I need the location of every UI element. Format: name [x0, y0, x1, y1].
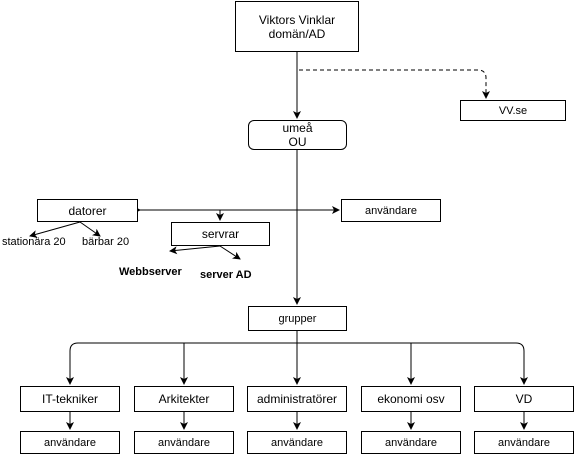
node-anvandare-top: användare: [341, 199, 441, 222]
node-datorer: datorer: [37, 199, 138, 222]
label-serverad: server AD: [200, 269, 252, 281]
users-administratorer: användare: [247, 431, 347, 454]
node-umea-line2: OU: [288, 135, 307, 149]
users-label: användare: [158, 436, 210, 449]
users-it-tekniker: användare: [20, 431, 120, 454]
group-vd: VD: [474, 386, 574, 412]
group-label: IT-tekniker: [41, 392, 98, 406]
edge-servrar-serverad: [219, 245, 241, 260]
node-vvse: VV.se: [460, 100, 566, 121]
edge-servrar-webbserver: [169, 245, 221, 255]
group-administratorer: administratörer: [247, 386, 347, 412]
users-label: användare: [385, 436, 437, 449]
label-stationara: stationära 20: [2, 236, 66, 248]
node-anvandare-top-label: användare: [365, 204, 417, 217]
group-label: ekonomi osv: [377, 392, 445, 406]
users-ekonomi: användare: [361, 431, 461, 454]
node-umea: umeå OU: [248, 120, 347, 150]
users-arkitekter: användare: [134, 431, 234, 454]
node-datorer-label: datorer: [68, 203, 107, 218]
node-servrar-label: servrar: [201, 227, 240, 241]
group-it-tekniker: IT-tekniker: [20, 386, 120, 412]
group-ekonomi: ekonomi osv: [361, 386, 461, 412]
node-root: Viktors Vinklar domän/AD: [235, 1, 359, 52]
node-grupper: grupper: [248, 306, 347, 331]
node-root-line1: Viktors Vinklar: [258, 12, 336, 27]
edge-root-vvse: [299, 69, 490, 99]
group-label: Arkitekter: [158, 392, 210, 406]
users-label: användare: [271, 436, 323, 449]
users-vd: användare: [474, 431, 574, 454]
group-label: administratörer: [256, 392, 338, 406]
users-label: användare: [44, 436, 96, 449]
node-root-line2: domän/AD: [268, 26, 326, 41]
label-barbar: bärbar 20: [82, 236, 130, 248]
edge-datorer-stationara: [29, 221, 81, 238]
node-umea-line1: umeå: [282, 121, 313, 135]
node-grupper-label: grupper: [278, 312, 317, 325]
edge-datorer-barbar: [79, 221, 101, 237]
group-label: VD: [515, 392, 533, 406]
label-webbserver: Webbserver: [119, 266, 182, 278]
node-servrar: servrar: [171, 222, 270, 246]
node-vvse-label: VV.se: [498, 104, 528, 117]
users-label: användare: [498, 436, 550, 449]
group-arkitekter: Arkitekter: [134, 386, 234, 412]
